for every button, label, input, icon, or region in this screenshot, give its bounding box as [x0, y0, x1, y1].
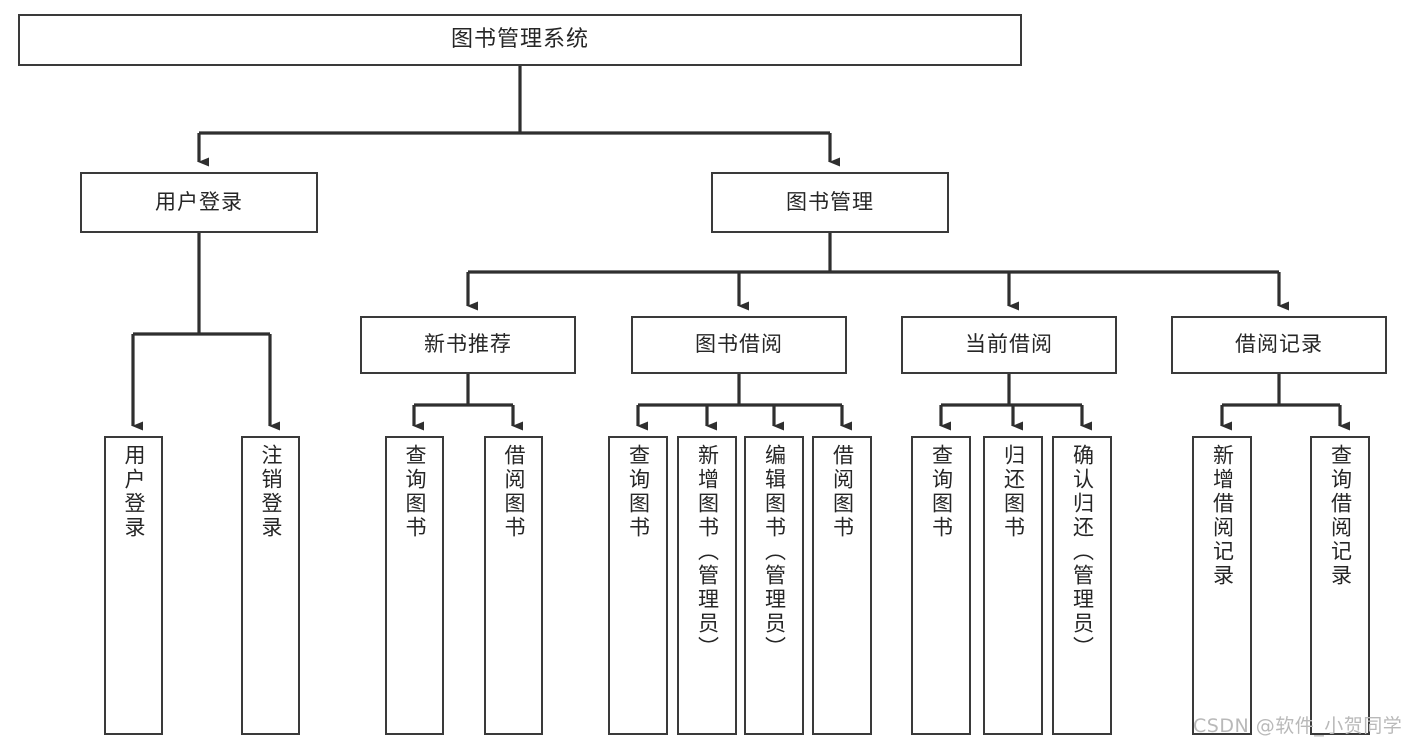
node-label-book-borrow: 图书借阅: [695, 332, 783, 357]
node-leaf-borrow-query-book[interactable]: 查询图书: [608, 436, 668, 735]
node-label-leaf-recommend-borrow-book: 借阅图书: [502, 444, 526, 540]
node-leaf-borrow-borrow-book[interactable]: 借阅图书: [812, 436, 872, 735]
node-leaf-borrow-edit-book-admin[interactable]: 编辑图书（管理员）: [744, 436, 804, 735]
node-leaf-user-login[interactable]: 用户登录: [104, 436, 163, 735]
node-new-book-recommend[interactable]: 新书推荐: [360, 316, 576, 374]
node-book-manage[interactable]: 图书管理: [711, 172, 949, 233]
node-user-login[interactable]: 用户登录: [80, 172, 318, 233]
node-leaf-current-query-book[interactable]: 查询图书: [911, 436, 971, 735]
node-label-leaf-borrow-borrow-book: 借阅图书: [830, 444, 855, 540]
node-root-system[interactable]: 图书管理系统: [18, 14, 1022, 66]
node-label-leaf-current-return-book: 归还图书: [1001, 444, 1026, 540]
node-leaf-record-add-borrow-record[interactable]: 新增借阅记录: [1192, 436, 1252, 735]
node-leaf-current-confirm-return-admin[interactable]: 确认归还（管理员）: [1052, 436, 1112, 735]
node-label-new-book-recommend: 新书推荐: [424, 332, 512, 357]
node-label-leaf-user-logout: 注销登录: [259, 444, 283, 540]
node-borrow-record[interactable]: 借阅记录: [1171, 316, 1387, 374]
node-label-current-borrow: 当前借阅: [965, 332, 1053, 357]
node-current-borrow[interactable]: 当前借阅: [901, 316, 1117, 374]
node-leaf-current-return-book[interactable]: 归还图书: [983, 436, 1043, 735]
node-label-leaf-borrow-edit-book-admin: 编辑图书（管理员）: [762, 444, 787, 660]
node-label-borrow-record: 借阅记录: [1235, 332, 1323, 357]
node-label-root: 图书管理系统: [450, 26, 589, 52]
node-label-leaf-current-confirm-return-admin: 确认归还（管理员）: [1070, 444, 1095, 660]
node-label-leaf-borrow-query-book: 查询图书: [626, 444, 651, 540]
node-leaf-record-query-borrow-record[interactable]: 查询借阅记录: [1310, 436, 1370, 735]
node-label-leaf-current-query-book: 查询图书: [929, 444, 954, 540]
node-label-leaf-recommend-query-book: 查询图书: [403, 444, 427, 540]
node-label-leaf-record-query-borrow-record: 查询借阅记录: [1328, 444, 1353, 588]
node-label-leaf-borrow-add-book-admin: 新增图书（管理员）: [695, 444, 720, 660]
node-leaf-recommend-query-book[interactable]: 查询图书: [385, 436, 444, 735]
node-leaf-recommend-borrow-book[interactable]: 借阅图书: [484, 436, 543, 735]
node-label-user-login: 用户登录: [155, 189, 243, 214]
node-label-leaf-user-login: 用户登录: [122, 444, 146, 540]
node-label-leaf-record-add-borrow-record: 新增借阅记录: [1210, 444, 1235, 588]
node-leaf-user-logout[interactable]: 注销登录: [241, 436, 300, 735]
node-book-borrow[interactable]: 图书借阅: [631, 316, 847, 374]
node-leaf-borrow-add-book-admin[interactable]: 新增图书（管理员）: [677, 436, 737, 735]
node-label-book-manage: 图书管理: [786, 189, 874, 214]
